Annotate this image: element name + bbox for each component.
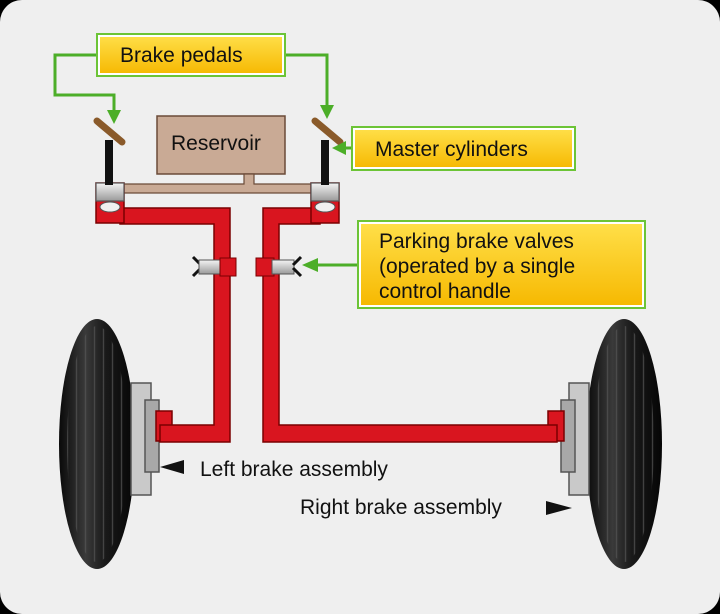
parking-valves-line-1: Parking brake valves: [379, 230, 574, 253]
left-brake-line: [119, 207, 231, 443]
left-wheel: [59, 319, 135, 569]
master-cylinders-callout: Master cylinders: [351, 126, 576, 171]
parking-valves-line-3: control handle: [379, 280, 511, 303]
left-brake-pointer: [160, 460, 184, 474]
brake-pedals-callout: Brake pedals: [96, 33, 286, 77]
reservoir: [122, 115, 321, 194]
right-wheel: [586, 319, 662, 569]
pedal-arrow-left: [53, 53, 116, 112]
parking-valves-line-2: (operated by a single: [379, 255, 576, 278]
right-brake-line: [262, 207, 558, 443]
right-brake-pedal: [311, 117, 344, 185]
parking-brake-valves-callout: Parking brake valves (operated by a sing…: [357, 220, 646, 309]
arrowheads: [107, 105, 346, 272]
master-cylinders-label: Master cylinders: [375, 138, 528, 161]
reservoir-label: Reservoir: [171, 132, 261, 155]
left-parking-brake-valve: [191, 255, 237, 278]
brake-pedals-label: Brake pedals: [120, 44, 243, 67]
left-master-cylinder: [95, 182, 125, 224]
right-brake-assembly-label: Right brake assembly: [300, 496, 502, 519]
left-brake-assembly-label: Left brake assembly: [200, 458, 388, 481]
right-master-cylinder: [310, 182, 340, 224]
callout-arrows: [53, 53, 357, 267]
right-parking-brake-valve: [255, 255, 303, 278]
right-brake-pointer: [546, 501, 572, 515]
left-brake-pedal: [93, 117, 126, 185]
pedal-arrow-right: [286, 53, 329, 107]
